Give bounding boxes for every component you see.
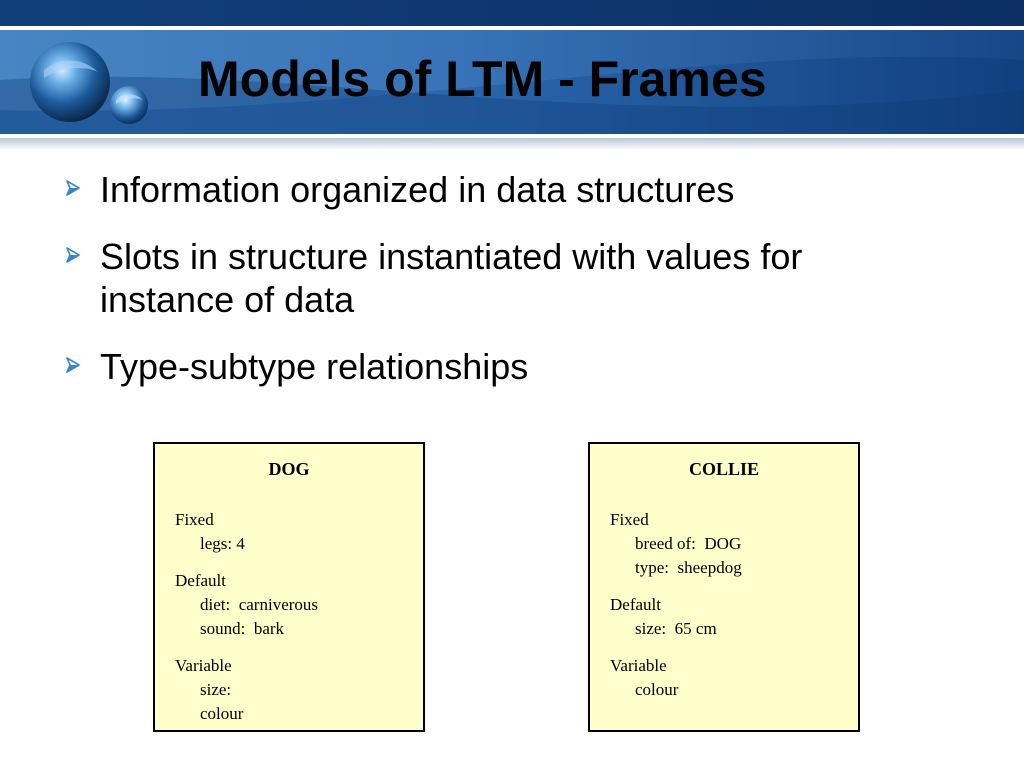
title-banner: Models of LTM - Frames	[0, 0, 1024, 150]
frame-name: COLLIE	[688, 459, 760, 479]
section-label: Variable	[175, 656, 232, 675]
slot: type: sheepdog	[635, 558, 742, 577]
slot: colour	[200, 704, 244, 723]
bullet-item: Information organized in data structures	[60, 168, 960, 211]
slot: size: 65 cm	[635, 619, 717, 638]
arrow-bullet-icon	[66, 180, 80, 196]
section-label: Default	[175, 571, 226, 590]
section-label: Fixed	[175, 510, 214, 529]
arrow-bullet-icon	[66, 357, 80, 373]
section-label: Variable	[610, 656, 667, 675]
section-label: Default	[610, 595, 661, 614]
bullet-text: Information organized in data structures	[100, 169, 735, 210]
globe-logo-icon	[30, 42, 148, 124]
banner-graphic	[0, 0, 1024, 150]
fixed-section: Fixed legs: 4	[175, 508, 423, 556]
bullet-list: Information organized in data structures…	[60, 168, 960, 402]
bullet-text: Type-subtype relationships	[100, 346, 529, 387]
collie-frame: COLLIE Fixed breed of: DOG type: sheepdo…	[588, 442, 860, 732]
frame-name: DOG	[268, 459, 310, 479]
bullet-item: Type-subtype relationships	[60, 345, 960, 388]
variable-section: Variable colour	[610, 654, 858, 702]
slot: diet: carniverous	[200, 595, 319, 614]
section-label: Fixed	[610, 510, 649, 529]
slot: legs: 4	[200, 534, 245, 553]
dog-frame: DOG Fixed legs: 4 Default diet: carniver…	[153, 442, 425, 732]
arrow-bullet-icon	[66, 247, 80, 263]
variable-section: Variable size: colour	[175, 654, 423, 726]
default-section: Default diet: carniverous sound: bark	[175, 569, 423, 641]
slot: colour	[635, 680, 679, 699]
bullet-item: Slots in structure instantiated with val…	[60, 235, 960, 321]
slide-title: Models of LTM - Frames	[198, 51, 767, 107]
slot: sound: bark	[200, 619, 285, 638]
fixed-section: Fixed breed of: DOG type: sheepdog	[610, 508, 858, 580]
slot: size:	[200, 680, 232, 699]
default-section: Default size: 65 cm	[610, 593, 858, 641]
bullet-text: Slots in structure instantiated with val…	[100, 236, 803, 320]
slot: breed of: DOG	[635, 534, 742, 553]
